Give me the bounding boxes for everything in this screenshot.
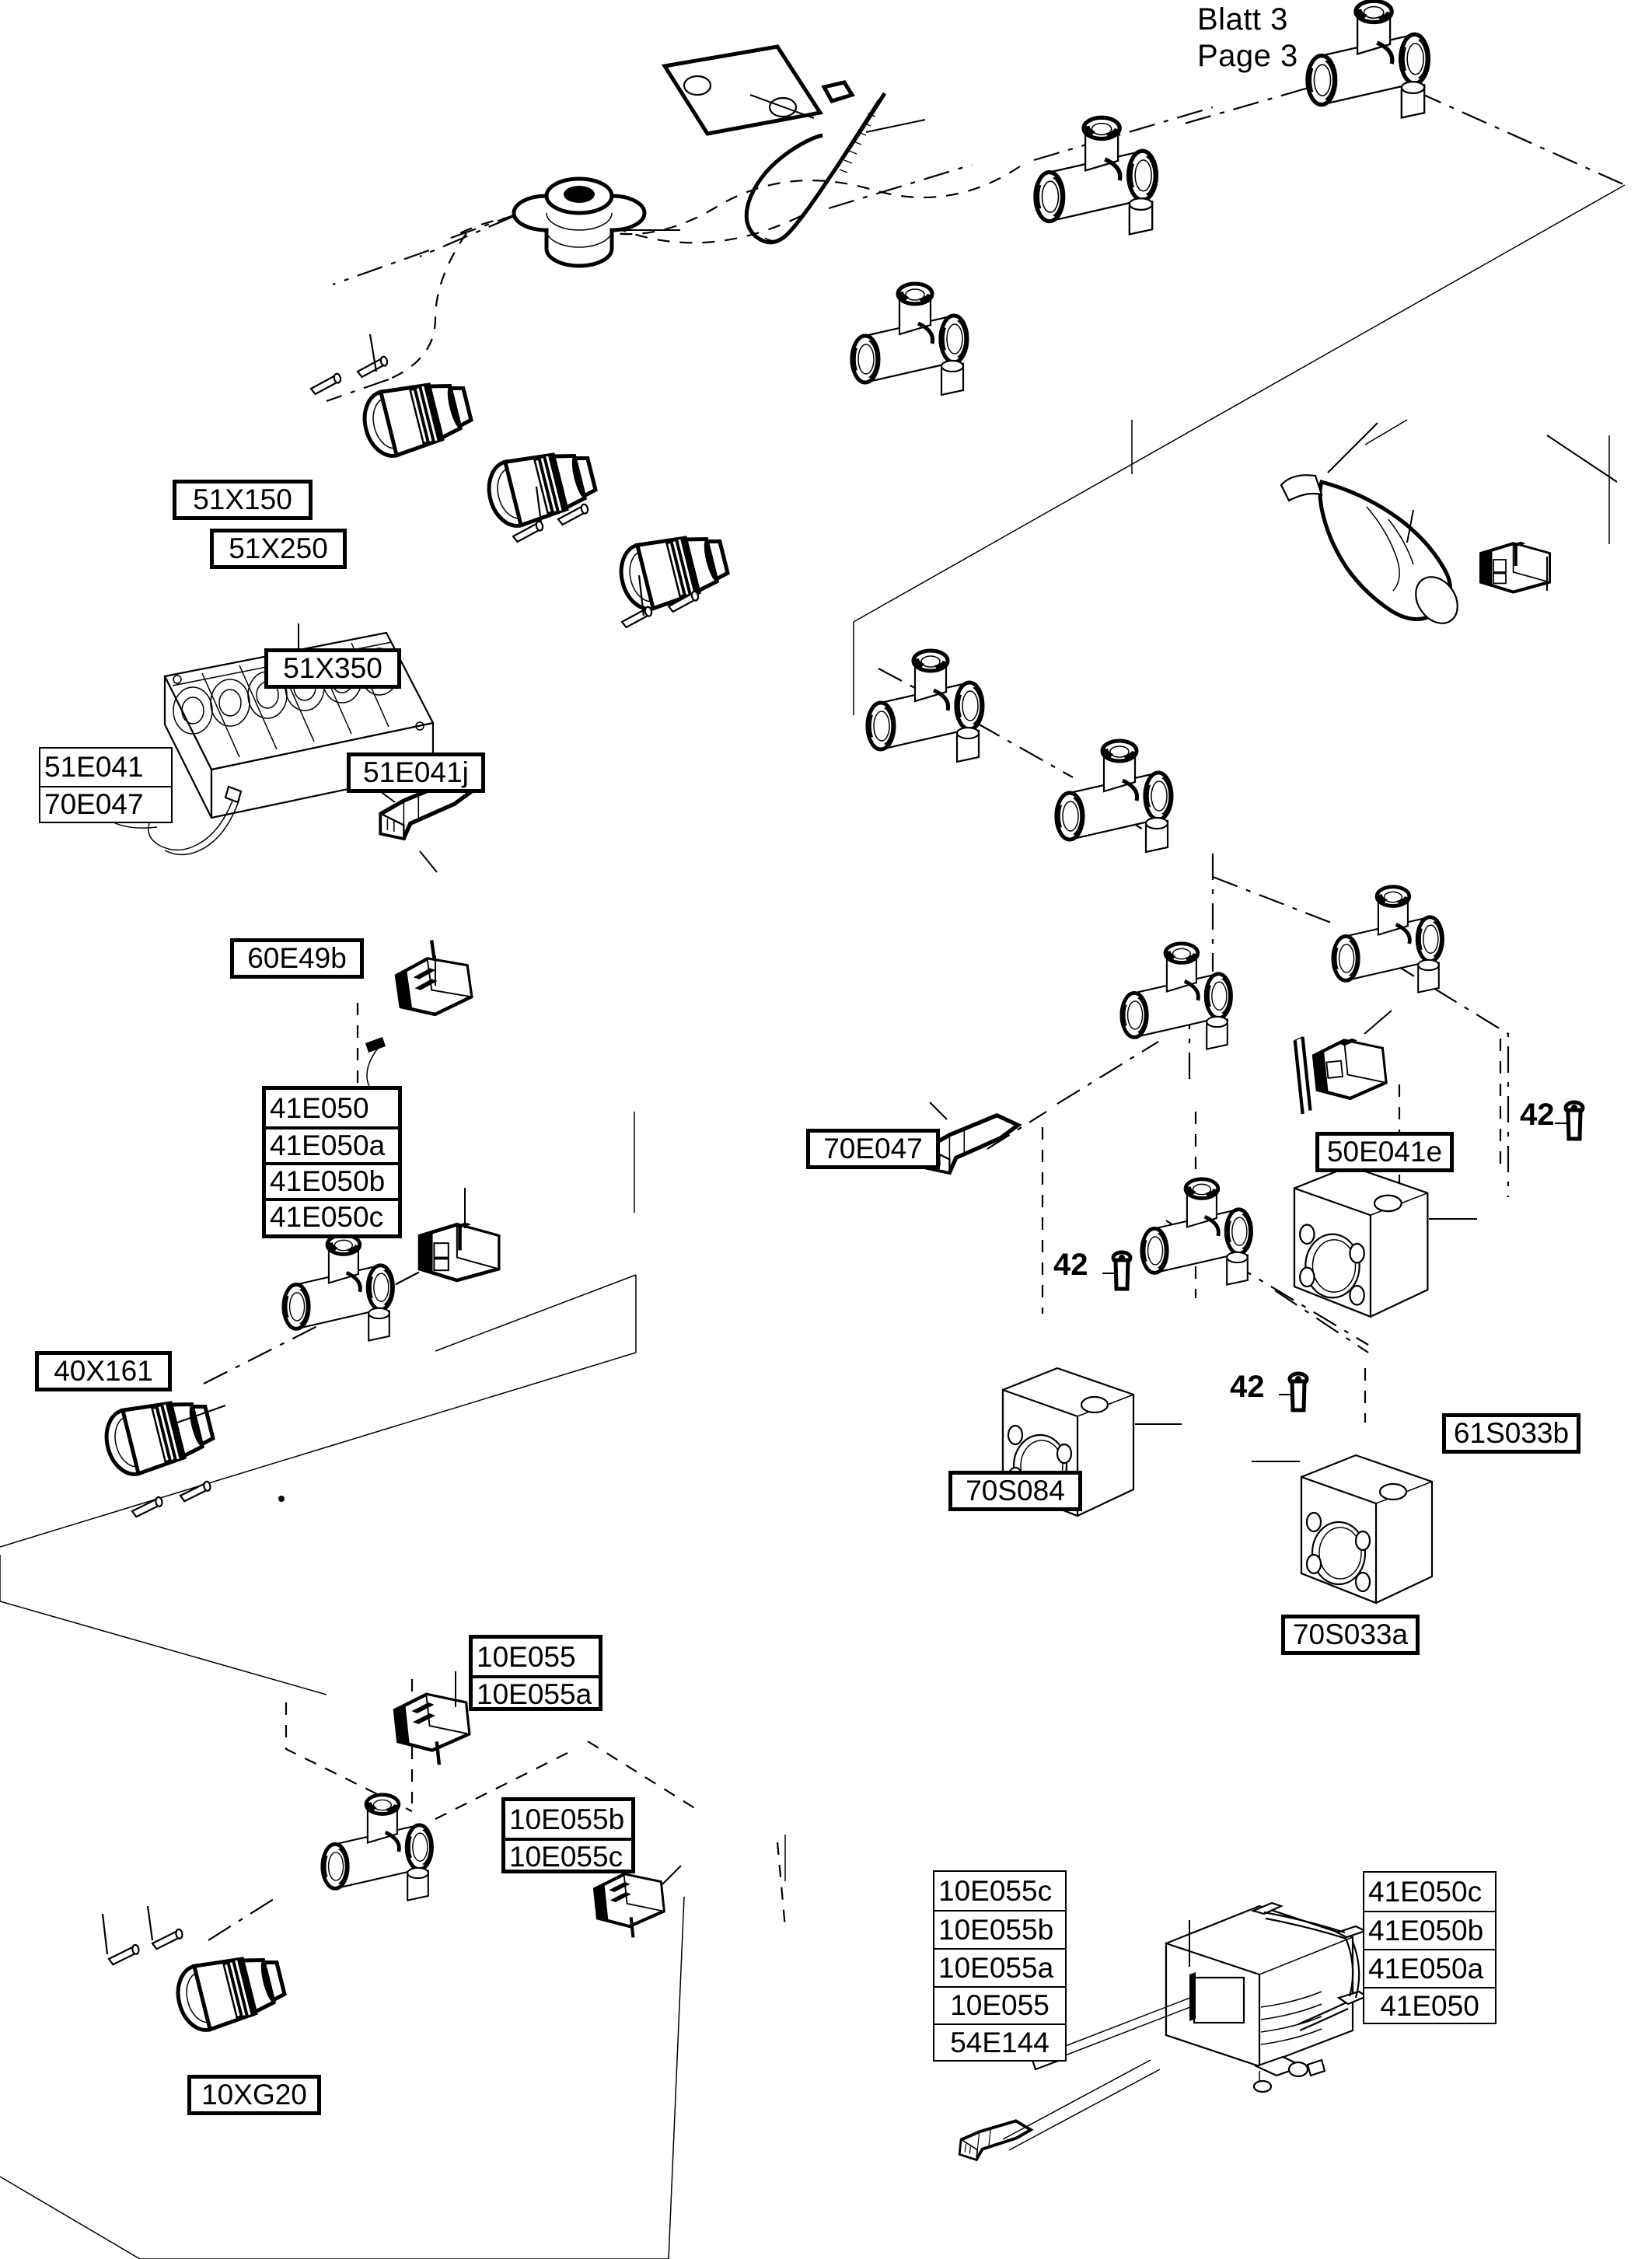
label-10E055-group: 10E055c 10E055b 10E055a 10E055 54E144 [933,1870,1067,2062]
label-row: 41E050 [1364,1987,1495,2023]
label-51X250: 51X250 [210,529,347,569]
label-row: 61S033b [1453,1417,1570,1449]
callout-42-middle: 42 [1053,1248,1088,1282]
harness-t-junction [1054,741,1172,852]
label-40X161: 40X161 [35,1351,172,1391]
threaded-round-connector [100,1391,217,1479]
rectangular-plug-connector [394,940,473,1017]
terminal-pin [308,372,344,396]
label-10E055-10E055a: 10E055 10E055a [469,1635,602,1711]
harness-t-junction [1033,117,1158,234]
label-10XG20: 10XG20 [187,2075,321,2115]
label-row: 10E055b [934,1910,1065,1948]
label-row: 10E055 [934,1986,1065,2023]
fastening-screw-42 [1113,1252,1130,1289]
harness-t-junction [1305,1,1430,117]
label-row: 41E050 [270,1091,369,1124]
label-row: 41E050c [1368,1875,1483,1908]
terminal-pin [129,1496,165,1518]
rectangular-plug-connector [1293,1036,1388,1115]
label-row: 51E041 [44,751,144,783]
label-41E050-stack: 41E050 41E050a 41E050b 41E050c [262,1086,402,1238]
rubber-grommet [512,176,680,268]
label-51X350: 51X350 [264,648,401,689]
label-row: 51X150 [193,484,292,515]
label-row: 70E047 [40,786,171,822]
harness-t-junction [1119,944,1232,1049]
callout-42-right: 42 [1520,1098,1555,1132]
harness-t-junction [281,1235,394,1341]
label-row: 41E050a [266,1126,398,1162]
terminal-pin [106,1943,141,1966]
rectangular-plug-connector [420,1223,498,1281]
label-row: 50E041e [1326,1136,1443,1168]
terminal-pin [619,605,655,629]
label-61S033b: 61S033b [1442,1413,1580,1454]
threaded-round-connector [615,525,732,614]
mounting-bracket-plate [661,44,824,136]
label-row: 10E055c [505,1838,631,1873]
label-row: 10XG20 [201,2079,307,2111]
sensor-housing-block [1293,1164,1429,1318]
page-title: Blatt 3 Page 3 [1197,2,1298,74]
label-row: 10E055a [934,1948,1065,1986]
harness-t-junction [865,651,983,762]
sensor-housing-block [1300,1454,1434,1604]
label-70E047: 70E047 [806,1129,940,1169]
threaded-round-connector [358,372,475,461]
label-row: 40X161 [54,1355,153,1387]
cable-tie [744,80,926,245]
label-row: 41E050b [1364,1911,1495,1949]
flat-blade-connector [958,2114,1033,2166]
label-60E49b: 60E49b [230,938,364,979]
rectangular-plug-connector [1481,542,1549,592]
label-10E055b-10E055c: 10E055b 10E055c [501,1797,635,1873]
label-row: 10E055c [938,1874,1053,1907]
label-50E041e: 50E041e [1315,1132,1454,1172]
label-row: 41E050a [1364,1949,1495,1987]
label-row: 41E050b [266,1162,398,1198]
label-70S084: 70S084 [948,1471,1082,1511]
rectangular-plug-connector [592,1873,665,1938]
label-row: 10E055b [509,1803,625,1835]
flat-blade-connector [927,1116,1018,1173]
rubber-boot [1280,422,1458,624]
label-row: 51E041j [363,756,469,788]
harness-t-junction [320,1795,433,1901]
terminal-pin [149,1928,185,1950]
label-row: 10E055a [473,1675,599,1710]
label-51E041j: 51E041j [347,752,485,793]
label-row: 51X350 [283,652,382,684]
rectangular-plug-connector [393,1692,471,1765]
label-row: 54E144 [934,2023,1065,2060]
harness-t-junction [850,284,968,395]
label-row: 51X250 [229,532,328,564]
label-row: 70S084 [966,1475,1065,1507]
label-row: 10E055 [477,1640,576,1673]
label-row: 41E050c [266,1198,398,1233]
label-70S033a: 70S033a [1281,1615,1420,1655]
label-row: 70E047 [823,1133,923,1164]
control-box-module [1029,1901,1369,2093]
label-41E050-group: 41E050c 41E050b 41E050a 41E050 [1363,1871,1497,2024]
callout-42-lower: 42 [1230,1370,1265,1404]
threaded-round-connector [172,1947,288,2035]
label-row: 70S033a [1292,1618,1409,1650]
fastening-screw-42 [1566,1102,1583,1139]
terminal-pin [177,1480,213,1503]
label-row: 60E49b [247,942,347,974]
terminal-pin [354,354,390,379]
label-51X150: 51X150 [173,480,313,520]
fastening-screw-42 [1290,1374,1307,1410]
harness-t-junction [1331,887,1444,993]
label-51E041-70E047: 51E041 70E047 [39,747,173,823]
